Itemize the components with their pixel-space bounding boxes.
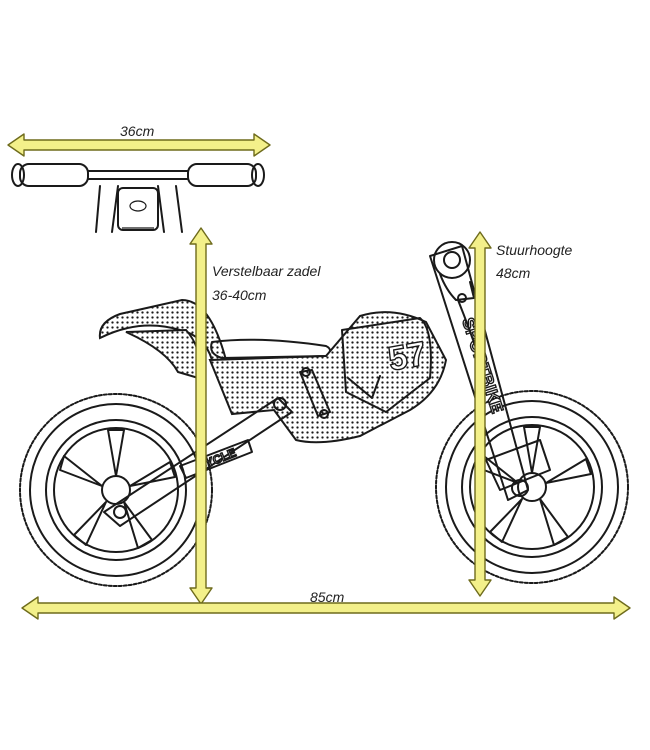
handlebar-width-arrow <box>7 133 271 157</box>
number-decal: 57 <box>385 335 429 379</box>
handlebar-height-arrow <box>468 231 492 597</box>
overall-length-arrow <box>21 596 631 620</box>
saddle-label: Verstelbaar zadel <box>212 263 321 279</box>
rear-shock <box>299 369 331 417</box>
rear-wheel <box>19 393 213 587</box>
handlebar-width-label: 36cm <box>120 123 155 139</box>
saddle-range-label: 36-40cm <box>212 287 267 303</box>
handlebar-top-view <box>11 163 265 233</box>
handlebar-height-label: Stuurhoogte <box>496 242 572 258</box>
front-wheel <box>435 390 629 584</box>
bike-side-view: 57 CYCLE SPORTBIKE <box>19 241 629 587</box>
handlebar-end <box>433 241 471 279</box>
frame-body <box>208 311 448 444</box>
saddle <box>210 338 331 359</box>
overall-length-label: 85cm <box>310 589 345 605</box>
handlebar-height-value: 48cm <box>496 265 531 281</box>
swingarm <box>103 397 293 527</box>
